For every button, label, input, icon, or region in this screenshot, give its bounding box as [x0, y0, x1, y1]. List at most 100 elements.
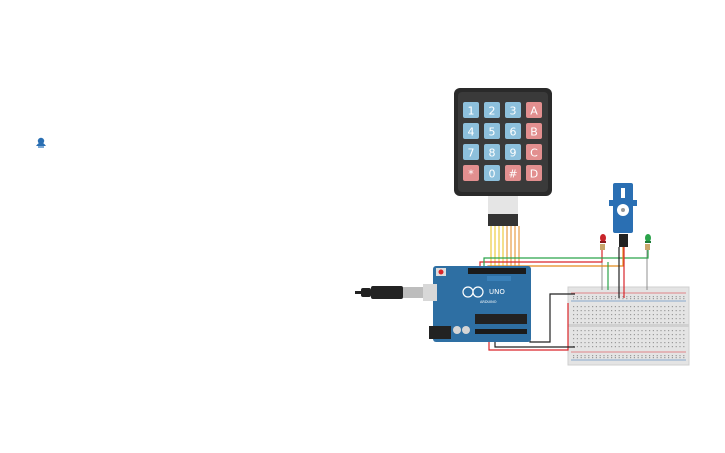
breadboard-hole — [668, 322, 670, 324]
breadboard-hole — [652, 355, 654, 357]
keypad-key-5[interactable] — [484, 123, 500, 139]
breadboard-hole — [683, 298, 685, 300]
keypad-key-9[interactable] — [505, 144, 521, 160]
breadboard-hole — [660, 330, 662, 332]
breadboard-hole — [580, 318, 582, 320]
breadboard-hole — [592, 338, 594, 340]
servo-icon[interactable] — [609, 183, 637, 247]
breadboard-hole — [664, 310, 666, 312]
breadboard-hole — [584, 322, 586, 324]
breadboard-hole — [618, 334, 620, 336]
breadboard-hole — [611, 310, 613, 312]
keypad-key-3[interactable] — [505, 102, 521, 118]
keypad-key-0[interactable] — [484, 165, 500, 181]
keypad-key-4[interactable] — [463, 123, 479, 139]
breadboard-hole — [611, 318, 613, 320]
breadboard-hole — [599, 334, 601, 336]
keypad-key-7[interactable] — [463, 144, 479, 160]
breadboard-hole — [588, 306, 590, 308]
breadboard-hole — [622, 314, 624, 316]
breadboard[interactable] — [567, 286, 690, 366]
breadboard-hole — [622, 310, 624, 312]
breadboard-hole — [630, 298, 632, 300]
breadboard-hole — [675, 355, 677, 357]
breadboard-hole — [630, 355, 632, 357]
breadboard-hole — [664, 298, 666, 300]
breadboard-hole — [645, 314, 647, 316]
breadboard-hole — [660, 310, 662, 312]
breadboard-hole — [641, 334, 643, 336]
breadboard-hole — [595, 314, 597, 316]
breadboard-hole — [675, 330, 677, 332]
breadboard-hole — [588, 346, 590, 348]
breadboard-hole — [675, 342, 677, 344]
breadboard-hole — [614, 318, 616, 320]
breadboard-hole — [595, 357, 597, 359]
breadboard-hole — [580, 314, 582, 316]
breadboard-hole — [611, 322, 613, 324]
arduino-board[interactable]: UNO ARDUINO — [429, 266, 531, 342]
breadboard-hole — [652, 346, 654, 348]
keypad-key-*[interactable] — [463, 165, 479, 181]
breadboard-hole — [584, 306, 586, 308]
breadboard-hole — [671, 357, 673, 359]
keypad-key-2[interactable] — [484, 102, 500, 118]
led-green[interactable] — [645, 234, 651, 290]
breadboard-hole — [611, 306, 613, 308]
breadboard-hole — [679, 310, 681, 312]
breadboard-hole — [584, 334, 586, 336]
keypad-key-label: # — [508, 168, 517, 181]
breadboard-hole — [633, 342, 635, 344]
breadboard-hole — [611, 330, 613, 332]
breadboard-hole — [626, 355, 628, 357]
breadboard-hole — [618, 306, 620, 308]
breadboard-hole — [592, 330, 594, 332]
breadboard-hole — [656, 357, 658, 359]
breadboard-hole — [592, 357, 594, 359]
breadboard-hole — [618, 346, 620, 348]
breadboard-hole — [626, 296, 628, 298]
breadboard-hole — [656, 338, 658, 340]
breadboard-hole — [626, 314, 628, 316]
breadboard-hole — [641, 338, 643, 340]
usb-plug-icon[interactable] — [355, 284, 437, 301]
keypad-key-8[interactable] — [484, 144, 500, 160]
breadboard-hole — [664, 346, 666, 348]
keypad-key-C[interactable] — [526, 144, 542, 160]
breadboard-hole — [637, 318, 639, 320]
keypad-key-A[interactable] — [526, 102, 542, 118]
breadboard-hole — [649, 310, 651, 312]
breadboard-hole — [675, 310, 677, 312]
keypad-key-1[interactable] — [463, 102, 479, 118]
breadboard-hole — [660, 357, 662, 359]
breadboard-hole — [664, 355, 666, 357]
breadboard-hole — [679, 355, 681, 357]
breadboard-hole — [630, 357, 632, 359]
breadboard-hole — [683, 330, 685, 332]
breadboard-hole — [671, 355, 673, 357]
breadboard-hole — [584, 318, 586, 320]
breadboard-hole — [614, 346, 616, 348]
breadboard-hole — [595, 330, 597, 332]
breadboard-hole — [683, 342, 685, 344]
keypad-key-B[interactable] — [526, 123, 542, 139]
keypad-key-D[interactable] — [526, 165, 542, 181]
breadboard-hole — [656, 355, 658, 357]
breadboard-hole — [671, 346, 673, 348]
breadboard-hole — [652, 322, 654, 324]
breadboard-hole — [599, 318, 601, 320]
breadboard-hole — [573, 355, 575, 357]
breadboard-hole — [573, 306, 575, 308]
breadboard-hole — [599, 310, 601, 312]
keypad-key-6[interactable] — [505, 123, 521, 139]
breadboard-hole — [622, 330, 624, 332]
breadboard-hole — [626, 357, 628, 359]
person-pin-icon[interactable] — [36, 137, 46, 148]
breadboard-hole — [603, 338, 605, 340]
breadboard-hole — [668, 330, 670, 332]
breadboard-hole — [679, 357, 681, 359]
breadboard-hole — [611, 338, 613, 340]
keypad-key-#[interactable] — [505, 165, 521, 181]
